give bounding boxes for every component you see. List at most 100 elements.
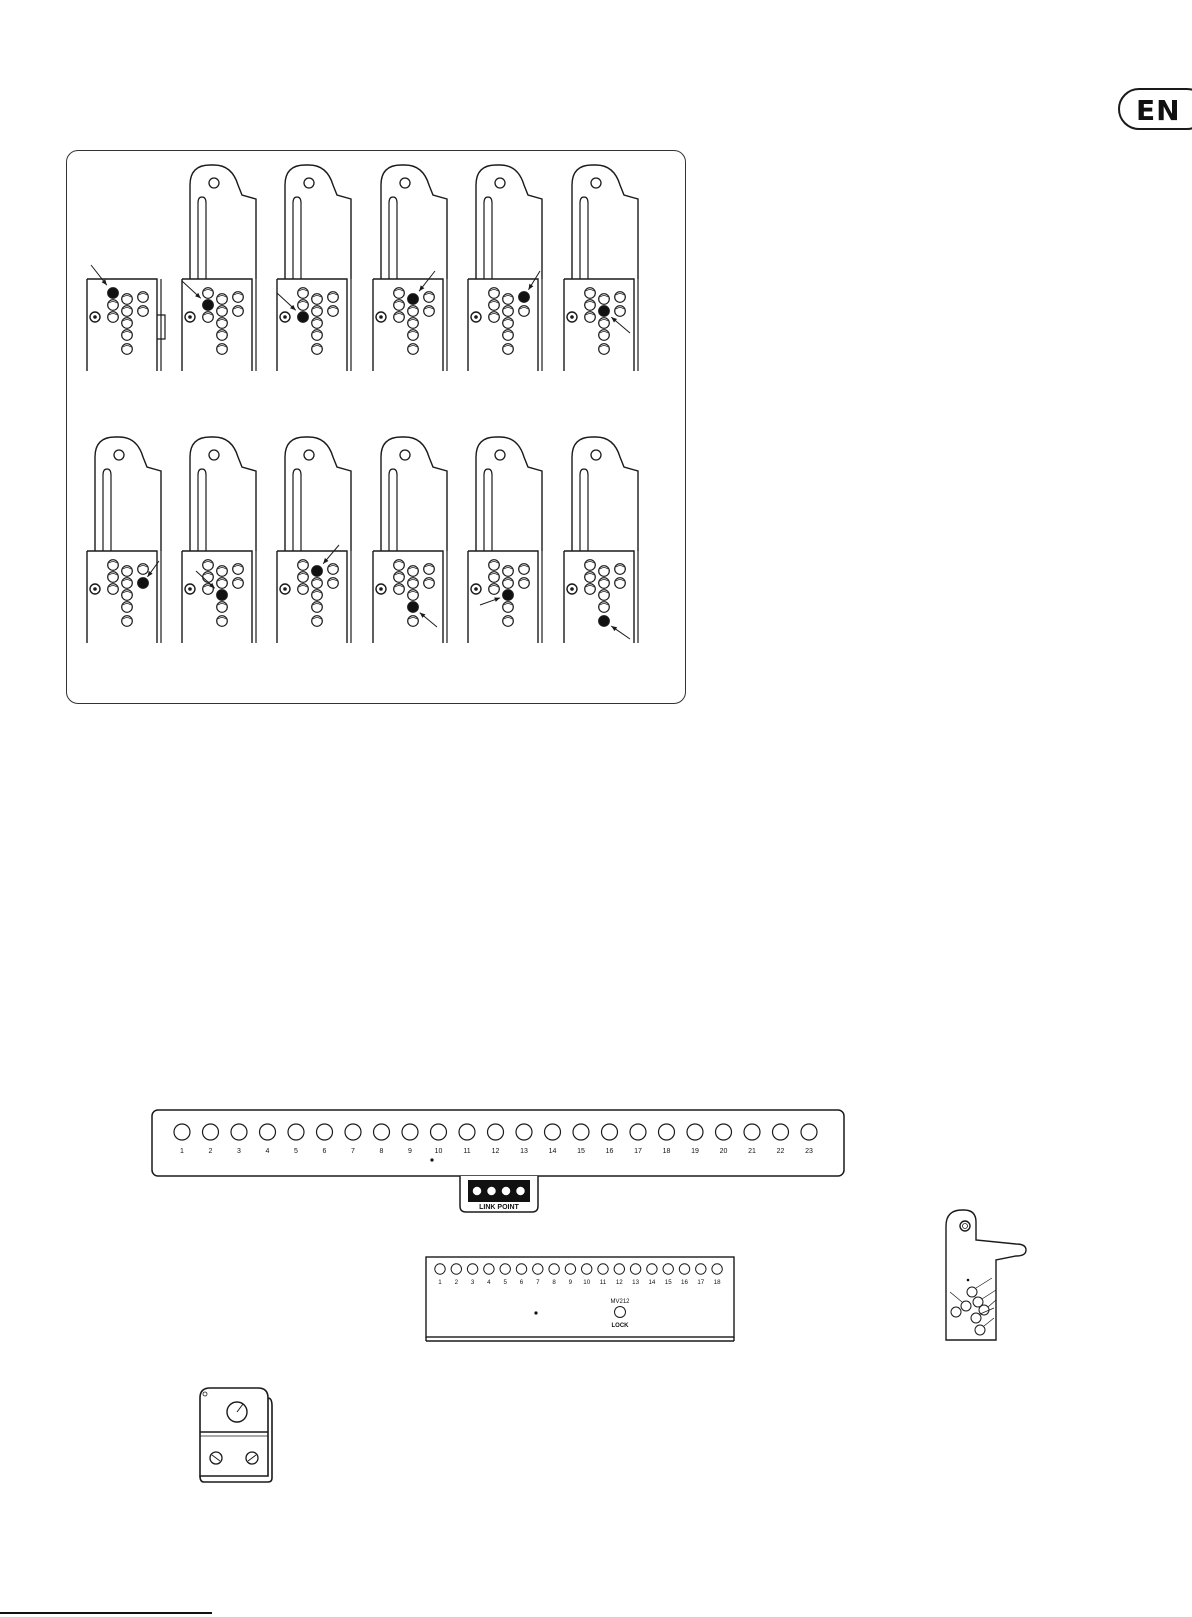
frame-hole <box>582 1264 592 1274</box>
clamp-icon <box>196 1384 276 1484</box>
filled-pin-hole <box>108 288 119 299</box>
bar-hole <box>317 1124 333 1140</box>
bar-hole-number: 20 <box>720 1148 728 1155</box>
lock-model: MV212 <box>610 1299 630 1305</box>
bar-hole <box>203 1124 219 1140</box>
bar-hole-number: 4 <box>266 1148 270 1155</box>
pin-hole-icon <box>961 1301 971 1311</box>
frame-hole <box>663 1264 673 1274</box>
frame-hole-number: 13 <box>632 1279 639 1286</box>
frame-hole <box>451 1264 461 1274</box>
bar-hole-number: 19 <box>691 1148 699 1155</box>
link-point-hole <box>517 1187 525 1195</box>
pin-hole-icon <box>975 1325 985 1335</box>
bar-hole <box>687 1124 703 1140</box>
bracket-diagram <box>182 437 256 643</box>
frame-hole <box>696 1264 706 1274</box>
bar-hole-number: 14 <box>549 1148 557 1155</box>
frame-hole-number: 3 <box>471 1279 475 1286</box>
frame-hole-number: 17 <box>697 1279 704 1286</box>
bar-hole <box>716 1124 732 1140</box>
bar-hole <box>602 1124 618 1140</box>
lock-pin-hole <box>615 1307 626 1318</box>
pin-hole-icon <box>951 1307 961 1317</box>
bar-hole-number: 11 <box>463 1148 470 1155</box>
bar-hole <box>744 1124 760 1140</box>
bar-hole <box>374 1124 390 1140</box>
bracket-diagram-panel <box>66 150 686 704</box>
filled-pin-hole <box>408 602 419 613</box>
bar-hole <box>630 1124 646 1140</box>
bracket-diagram-icon <box>67 151 687 705</box>
frame-hole <box>614 1264 624 1274</box>
bracket-diagram <box>373 165 447 371</box>
frame-hole <box>712 1264 722 1274</box>
bar-hole <box>659 1124 675 1140</box>
bar-hole <box>431 1124 447 1140</box>
bracket-diagram <box>277 437 351 643</box>
bar-hole-number: 23 <box>805 1148 813 1155</box>
frame-hole-number: 16 <box>681 1279 688 1286</box>
frame-hole <box>467 1264 477 1274</box>
bar-hole-number: 7 <box>351 1148 355 1155</box>
bar-hole-number: 13 <box>520 1148 528 1155</box>
frame-hole-number: 11 <box>600 1279 607 1286</box>
bar-hole-number: 8 <box>380 1148 384 1155</box>
frame-hole <box>565 1264 575 1274</box>
bar-hole-number: 5 <box>294 1148 298 1155</box>
bracket-diagram <box>182 165 256 371</box>
bracket-diagram <box>87 437 161 643</box>
frame-hole-number: 2 <box>455 1279 459 1286</box>
filled-pin-hole <box>298 312 309 323</box>
filled-pin-hole <box>138 578 149 589</box>
bar-hole-number: 2 <box>209 1148 213 1155</box>
filled-pin-hole <box>503 590 514 601</box>
bar-hole-number: 15 <box>577 1148 585 1155</box>
frame-hole-number: 8 <box>552 1279 556 1286</box>
bar-hole-number: 1 <box>180 1148 184 1155</box>
filled-pin-hole <box>599 616 610 627</box>
bar-hole-number: 17 <box>634 1148 642 1155</box>
frame-hole <box>435 1264 445 1274</box>
bar-hole <box>773 1124 789 1140</box>
bar-hole-number: 3 <box>237 1148 241 1155</box>
filled-pin-hole <box>312 566 323 577</box>
frame-hole <box>630 1264 640 1274</box>
bar-hole <box>260 1124 276 1140</box>
frame-hole-number: 4 <box>487 1279 491 1286</box>
pin-hole-icon <box>967 1287 977 1297</box>
filled-pin-hole <box>519 292 530 303</box>
link-point-label: LINK POINT <box>479 1204 519 1211</box>
frame-hole-number: 14 <box>648 1279 655 1286</box>
frame-hole <box>549 1264 559 1274</box>
bar-hole-number: 6 <box>323 1148 327 1155</box>
bracket-diagram <box>468 165 542 371</box>
frame-hole <box>598 1264 608 1274</box>
footer-rule <box>0 1612 212 1614</box>
filled-pin-hole <box>217 590 228 601</box>
frame-hole <box>679 1264 689 1274</box>
bar-hole <box>174 1124 190 1140</box>
frame-hole-number: 15 <box>665 1279 672 1286</box>
bar-hole <box>402 1124 418 1140</box>
bar-hole-number: 22 <box>777 1148 785 1155</box>
bar-hole <box>516 1124 532 1140</box>
filled-pin-hole <box>203 300 214 311</box>
language-badge: EN <box>1118 88 1192 130</box>
frame-hole <box>647 1264 657 1274</box>
frame-hole-number: 6 <box>520 1279 524 1286</box>
bracket-detail <box>942 1206 1036 1346</box>
frame-hole-number: 18 <box>714 1279 721 1286</box>
frame-hole-number: 1 <box>438 1279 442 1286</box>
frame-hole-number: 7 <box>536 1279 540 1286</box>
bar-hole-number: 9 <box>408 1148 412 1155</box>
link-point-hole <box>488 1187 496 1195</box>
frame-hole <box>484 1264 494 1274</box>
bracket-diagram <box>277 165 351 371</box>
bar-hole <box>345 1124 361 1140</box>
frame-hole-number: 5 <box>503 1279 507 1286</box>
bar-hole-number: 12 <box>492 1148 500 1155</box>
frame-hole <box>500 1264 510 1274</box>
